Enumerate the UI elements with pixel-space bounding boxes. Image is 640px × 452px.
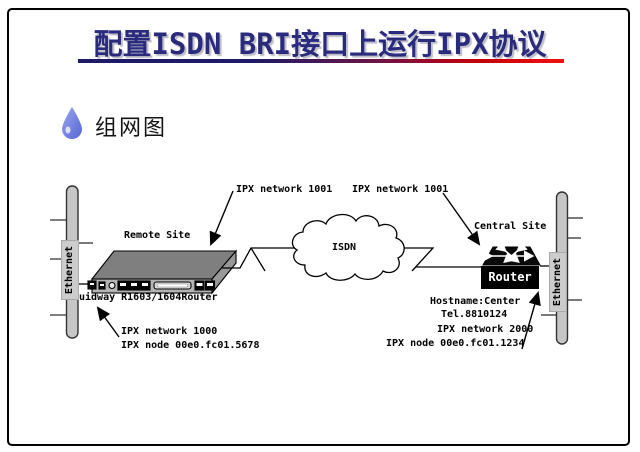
label-remote-router-model: uidway R1603/1604Router [79,292,218,303]
slide-border [7,8,630,446]
label-central-site: Central Site [474,221,547,232]
arrow-ipx1001-left [209,190,234,246]
label-isdn-cloud: ISDN [331,242,357,253]
title-underline [78,59,564,63]
label-ipx-node-left: IPX node 00e0.fc01.5678 [121,340,260,351]
label-ipx-network-1001-right: IPX network 1001 [352,184,449,195]
label-ethernet-left: Ethernet [61,240,79,300]
arrow-ipx1001-right [442,192,481,246]
label-ipx-network-1001-left: IPX network 1001 [236,184,333,195]
label-ipx-network-2000: IPX network 2000 [437,324,534,335]
label-ethernet-right: Ethernet [549,252,567,312]
label-central-router-name: Router [488,270,532,284]
annotation-arrows [96,190,541,350]
label-tel: Tel.8810124 [441,309,508,320]
isdn-cloud [291,213,405,281]
label-ipx-network-1000: IPX network 1000 [121,326,218,337]
slide-title: 配置ISDN BRI接口上运行IPX协议 [93,27,547,61]
wan-link-left [222,247,294,272]
label-ipx-node-right: IPX node 00e0.fc01.1234 [386,338,525,349]
section-heading: 组网图 [95,116,168,141]
label-remote-site: Remote Site [124,230,191,241]
label-hostname: Hostname:Center [430,296,521,307]
central-router-icon [481,241,541,289]
arrow-ipx2000 [521,290,541,350]
drop-bullet-icon [62,107,82,139]
remote-router-icon [78,249,238,295]
arrow-ipx1000 [96,306,120,338]
